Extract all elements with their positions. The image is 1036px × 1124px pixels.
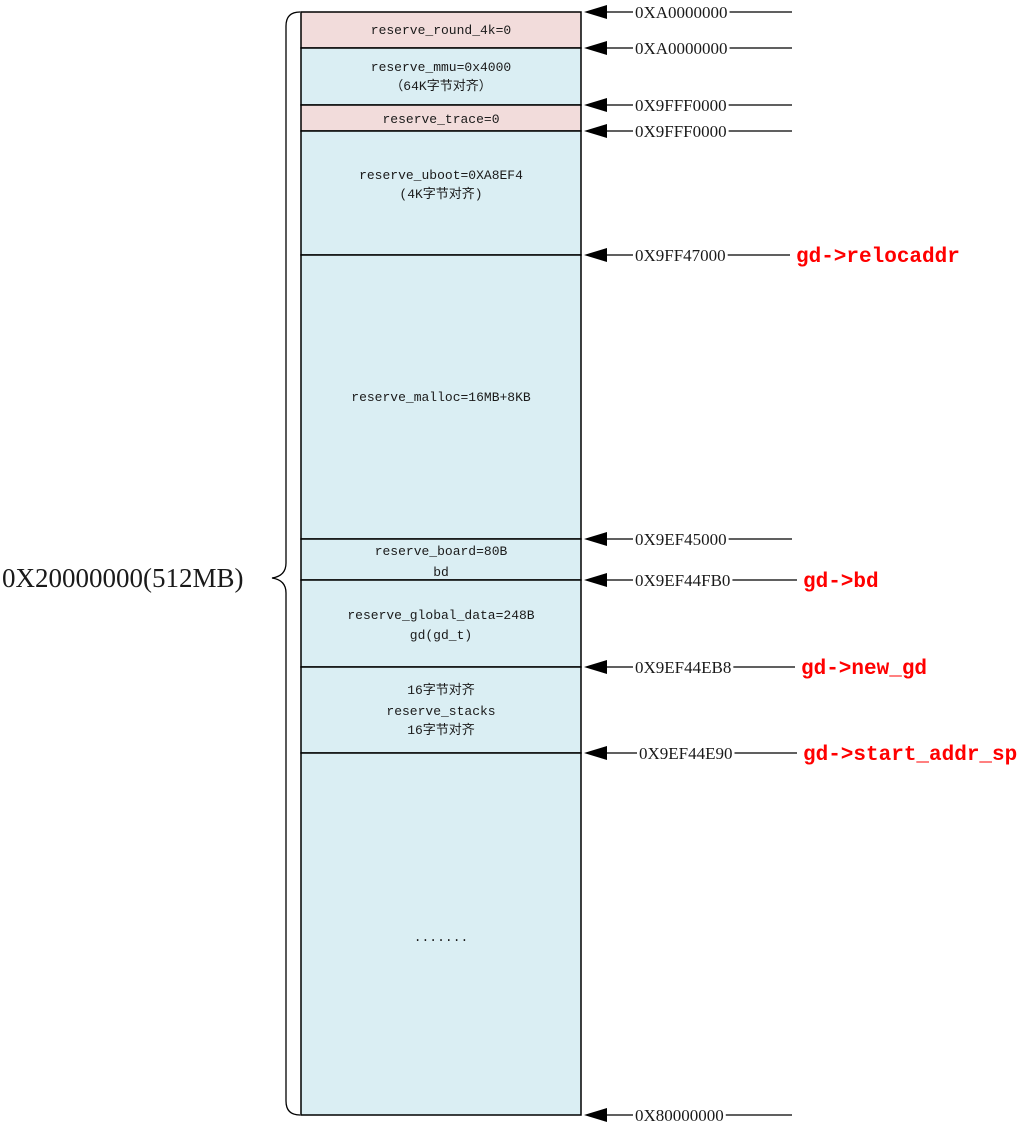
address-label: 0X9FFF0000 [635, 122, 727, 141]
segment-label: 16字节对齐 [407, 722, 475, 738]
memory-segment-2 [300, 104, 582, 132]
memory-segment-3 [300, 130, 582, 256]
size-brace: 0X20000000(512MB) [2, 11, 301, 1116]
memory-segment-7 [300, 666, 582, 754]
pointer-label: gd->start_addr_sp [803, 744, 1017, 767]
segment-label: reserve_stacks [386, 704, 495, 719]
segment-label: gd(gd_t) [410, 628, 472, 643]
segment-label: reserve_trace=0 [382, 112, 499, 127]
memory-segment-0 [300, 11, 582, 49]
address-label: 0X80000000 [635, 1106, 724, 1124]
pointer-label: gd->bd [803, 571, 879, 594]
address-label: 0X9FFF0000 [635, 96, 727, 115]
arrow-head [584, 248, 607, 262]
memory-segment-6 [300, 579, 582, 668]
memory-segment-4 [300, 254, 582, 540]
segment-label: reserve_board=80B [375, 544, 508, 559]
arrow-head [584, 532, 607, 546]
segment-label: reserve_mmu=0x4000 [371, 60, 511, 75]
segment-label: reserve_malloc=16MB+8KB [351, 390, 531, 405]
segment-label: reserve_uboot=0XA8EF4 [359, 168, 523, 183]
pointer-label: gd->new_gd [801, 658, 927, 681]
segment-label: bd [433, 565, 449, 580]
total-size-label: 0X20000000(512MB) [2, 563, 244, 593]
arrow-head [584, 98, 607, 112]
address-markers: 0XA0000000 0XA0000000 0X9FFF0000 0X9FFF0000… [584, 3, 1017, 1124]
arrow-head [584, 5, 607, 19]
address-label: 0X9EF45000 [635, 530, 727, 549]
segment-label: reserve_round_4k=0 [371, 23, 511, 38]
address-label: 0X9FF47000 [635, 246, 726, 265]
segment-label: reserve_global_data=248B [347, 608, 534, 623]
arrow-head [584, 124, 607, 138]
size-brace-shape [271, 11, 301, 1116]
memory-segment-8 [300, 752, 582, 1116]
segment-label: （64K字节对齐） [390, 78, 491, 94]
arrow-head [584, 573, 607, 587]
address-label: 0X9EF44FB0 [635, 571, 730, 590]
arrow-head [584, 746, 607, 760]
memory-segment-1 [300, 47, 582, 106]
segment-label: ....... [414, 930, 469, 945]
arrow-head [584, 41, 607, 55]
arrow-head [584, 660, 607, 674]
address-label: 0X9EF44E90 [639, 744, 733, 763]
address-label: 0X9EF44EB8 [635, 658, 731, 677]
pointer-label: gd->relocaddr [796, 246, 960, 269]
segment-label: 16字节对齐 [407, 682, 475, 698]
segment-label: (4K字节对齐) [399, 186, 482, 202]
memory-segments: reserve_round_4k=0 reserve_mmu=0x4000 （64K… [300, 11, 582, 1116]
address-label: 0XA0000000 [635, 39, 728, 58]
address-label: 0XA0000000 [635, 3, 728, 22]
arrow-head [584, 1108, 607, 1122]
